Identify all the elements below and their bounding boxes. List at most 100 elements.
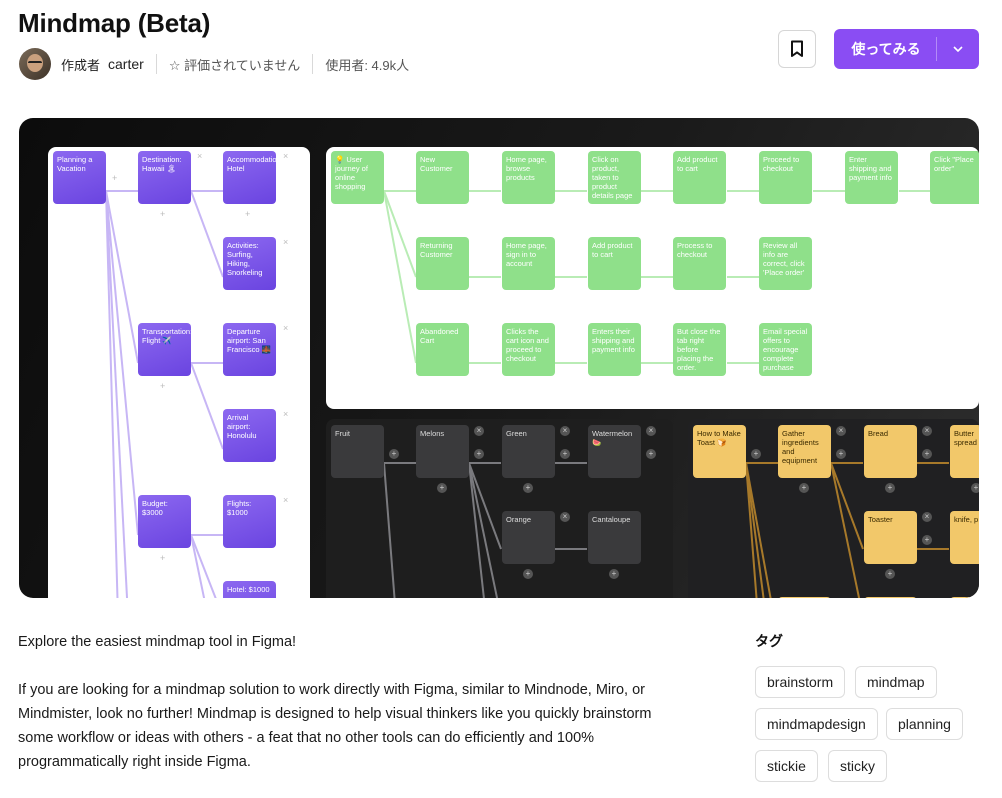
add-node-icon: + [885, 569, 895, 579]
add-node-icon: + [922, 449, 932, 459]
mindmap-node: Home page, sign in to account [502, 237, 555, 290]
tags-heading: タグ [755, 633, 783, 649]
try-it-label: 使ってみる [851, 41, 921, 57]
tag-sticky[interactable]: sticky [828, 750, 887, 782]
mindmap-node: Bread [864, 425, 917, 478]
mindmap-node: How to Make Toast 🍞 [693, 425, 746, 478]
mindmap-node: Accommodations: Hotel [223, 151, 276, 204]
add-node-icon: + [885, 483, 895, 493]
yellow-connectors [745, 462, 949, 598]
yellow-mindmap-panel: How to Make Toast 🍞 Gather ingredients a… [688, 419, 979, 598]
tag-stickie[interactable]: stickie [755, 750, 818, 782]
description-intro: Explore the easiest mindmap tool in Figm… [18, 634, 297, 650]
add-node-icon: + [560, 449, 570, 459]
divider [312, 54, 314, 74]
close-icon: × [646, 426, 656, 436]
mindmap-node: Flights: $1000 [223, 495, 276, 548]
bookmark-button[interactable] [778, 30, 816, 68]
tag-mindmapdesign[interactable]: mindmapdesign [755, 708, 878, 740]
add-node-icon: + [389, 449, 399, 459]
green-mindmap-panel: 💡 User journey of online shopping New Cu… [326, 147, 979, 409]
close-icon: × [283, 409, 289, 419]
mindmap-node: Returning Customer [416, 237, 469, 290]
add-node-icon: + [437, 483, 447, 493]
close-icon: × [283, 495, 289, 505]
mindmap-node: Add product to cart [588, 237, 641, 290]
close-icon: × [922, 426, 932, 436]
add-node-icon: + [609, 569, 619, 579]
mindmap-node: Click "Place order" [930, 151, 979, 204]
add-node-icon: + [799, 483, 809, 493]
mindmap-node: Cantaloupe [588, 511, 641, 564]
mindmap-node: Destination: Hawaii 🏝 [138, 151, 191, 204]
try-it-button[interactable]: 使ってみる [834, 29, 979, 69]
mindmap-node: Process to checkout [673, 237, 726, 290]
close-icon: × [197, 151, 203, 161]
mindmap-node: New Customer [416, 151, 469, 204]
plugin-meta: 作成者 carter ☆ 評価されていません 使用者: 4.9k人 [19, 48, 409, 80]
avatar[interactable] [19, 48, 51, 80]
mindmap-node: Transportation: Flight ✈️ [138, 323, 191, 376]
gray-mindmap-panel: Fruit Melons Green Watermelon 🍉 Orange C… [326, 419, 673, 598]
tag-mindmap[interactable]: mindmap [855, 666, 937, 698]
description-body: If you are looking for a mindmap solutio… [18, 682, 652, 770]
mindmap-node: knife, p [950, 511, 979, 564]
mindmap-node: Proceed to checkout [759, 151, 812, 204]
mindmap-node: Enters their shipping and payment info [588, 323, 641, 376]
purple-mindmap-panel: Planning a Vacation Destination: Hawaii … [48, 147, 310, 598]
plugin-description: Explore the easiest mindmap tool in Figm… [18, 630, 678, 798]
mindmap-node: Activities: Surfing, Hiking, Snorkeling [223, 237, 276, 290]
rating-status: ☆ 評価されていません [168, 57, 301, 73]
close-icon: × [283, 151, 289, 161]
purple-connectors [105, 190, 224, 598]
mindmap-node: 💡 User journey of online shopping [331, 151, 384, 204]
mindmap-node: Email special offers to encourage comple… [759, 323, 812, 376]
mindmap-node [864, 597, 917, 598]
close-icon: × [283, 323, 289, 333]
mindmap-node: Planning a Vacation [53, 151, 106, 204]
bookmark-icon [791, 40, 803, 57]
mindmap-node [950, 597, 979, 598]
tag-planning[interactable]: planning [886, 708, 963, 740]
button-divider [936, 37, 937, 61]
mindmap-node: Departure airport: San Francisco 🌉 [223, 323, 276, 376]
mindmap-node: But close the tab right before placing t… [673, 323, 726, 376]
mindmap-node: Butter spread [950, 425, 979, 478]
mindmap-node: Abandoned Cart [416, 323, 469, 376]
mindmap-node: Fruit [331, 425, 384, 478]
mindmap-node: Review all info are correct, click 'Plac… [759, 237, 812, 290]
add-node-icon: + [646, 449, 656, 459]
gray-connectors [383, 462, 587, 598]
add-node-icon: + [160, 553, 166, 563]
close-icon: × [560, 426, 570, 436]
mindmap-node: Clicks the cart icon and proceed to chec… [502, 323, 555, 376]
hero-preview: Planning a Vacation Destination: Hawaii … [19, 118, 979, 598]
add-node-icon: + [836, 449, 846, 459]
add-node-icon: + [160, 209, 166, 219]
mindmap-node: Arrival airport: Honolulu [223, 409, 276, 462]
close-icon: × [283, 237, 289, 247]
add-node-icon: + [160, 381, 166, 391]
add-node-icon: + [523, 483, 533, 493]
chevron-down-icon[interactable] [937, 46, 979, 52]
divider [155, 54, 157, 74]
add-node-icon: + [922, 535, 932, 545]
mindmap-node: Click on product, taken to product detai… [588, 151, 641, 204]
mindmap-node: Orange [502, 511, 555, 564]
mindmap-node: Enter shipping and payment info [845, 151, 898, 204]
mindmap-node [778, 597, 831, 598]
mindmap-node: Add product to cart [673, 151, 726, 204]
tag-brainstorm[interactable]: brainstorm [755, 666, 846, 698]
author-prefix: 作成者 [61, 57, 101, 73]
mindmap-node: Toaster [864, 511, 917, 564]
author-link[interactable]: carter [108, 56, 144, 72]
add-node-icon: + [245, 209, 251, 219]
mindmap-node: Gather ingredients and equipment [778, 425, 831, 478]
mindmap-node: Home page, browse products [502, 151, 555, 204]
mindmap-node: Green [502, 425, 555, 478]
close-icon: × [560, 512, 570, 522]
add-node-icon: + [751, 449, 761, 459]
add-node-icon: + [474, 449, 484, 459]
green-connectors [383, 190, 931, 364]
close-icon: × [922, 512, 932, 522]
